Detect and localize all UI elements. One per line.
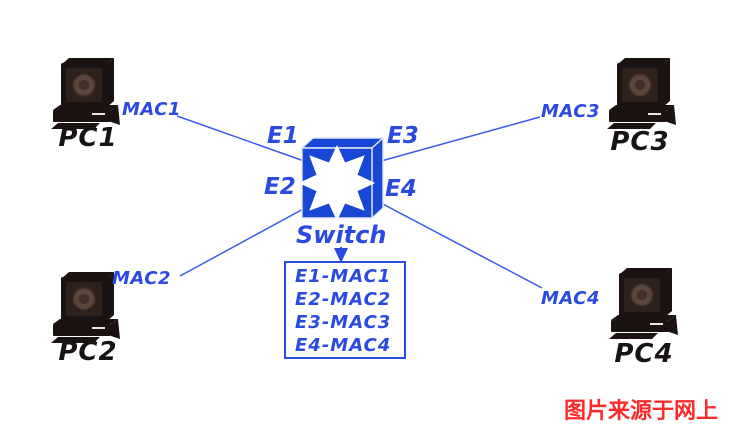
port-label-e2: E2: [264, 174, 296, 200]
mac-address-table: E1-MAC1 E2-MAC2 E3-MAC3 E4-MAC4: [284, 261, 406, 359]
pc4-label: PC4: [614, 339, 674, 369]
mac-table-row: E4-MAC4: [295, 335, 392, 356]
switch-label: Switch: [296, 221, 387, 249]
node-pc4: [608, 267, 688, 339]
mac-table-row: E1-MAC1: [295, 266, 392, 287]
mac3-label: MAC3: [541, 101, 601, 122]
mac-table-row: E3-MAC3: [295, 312, 392, 333]
pc-icon: [606, 57, 686, 129]
port-label-e3: E3: [387, 123, 419, 149]
port-label-e1: E1: [267, 123, 299, 149]
pc-icon: [50, 57, 130, 129]
mac1-label: MAC1: [122, 99, 182, 120]
switch-node: [299, 136, 385, 222]
mac2-label: MAC2: [112, 268, 172, 289]
watermark-text: 图片来源于网上: [564, 399, 719, 424]
port-label-e4: E4: [385, 176, 417, 202]
switch-icon: [299, 137, 384, 222]
pc-icon: [608, 267, 688, 339]
node-pc1: [50, 57, 130, 129]
mac-table-row: E2-MAC2: [295, 289, 392, 310]
node-pc3: [606, 57, 686, 129]
pc2-label: PC2: [58, 337, 118, 367]
pc1-label: PC1: [58, 123, 118, 153]
pc3-label: PC3: [610, 127, 670, 157]
mac4-label: MAC4: [541, 288, 601, 309]
